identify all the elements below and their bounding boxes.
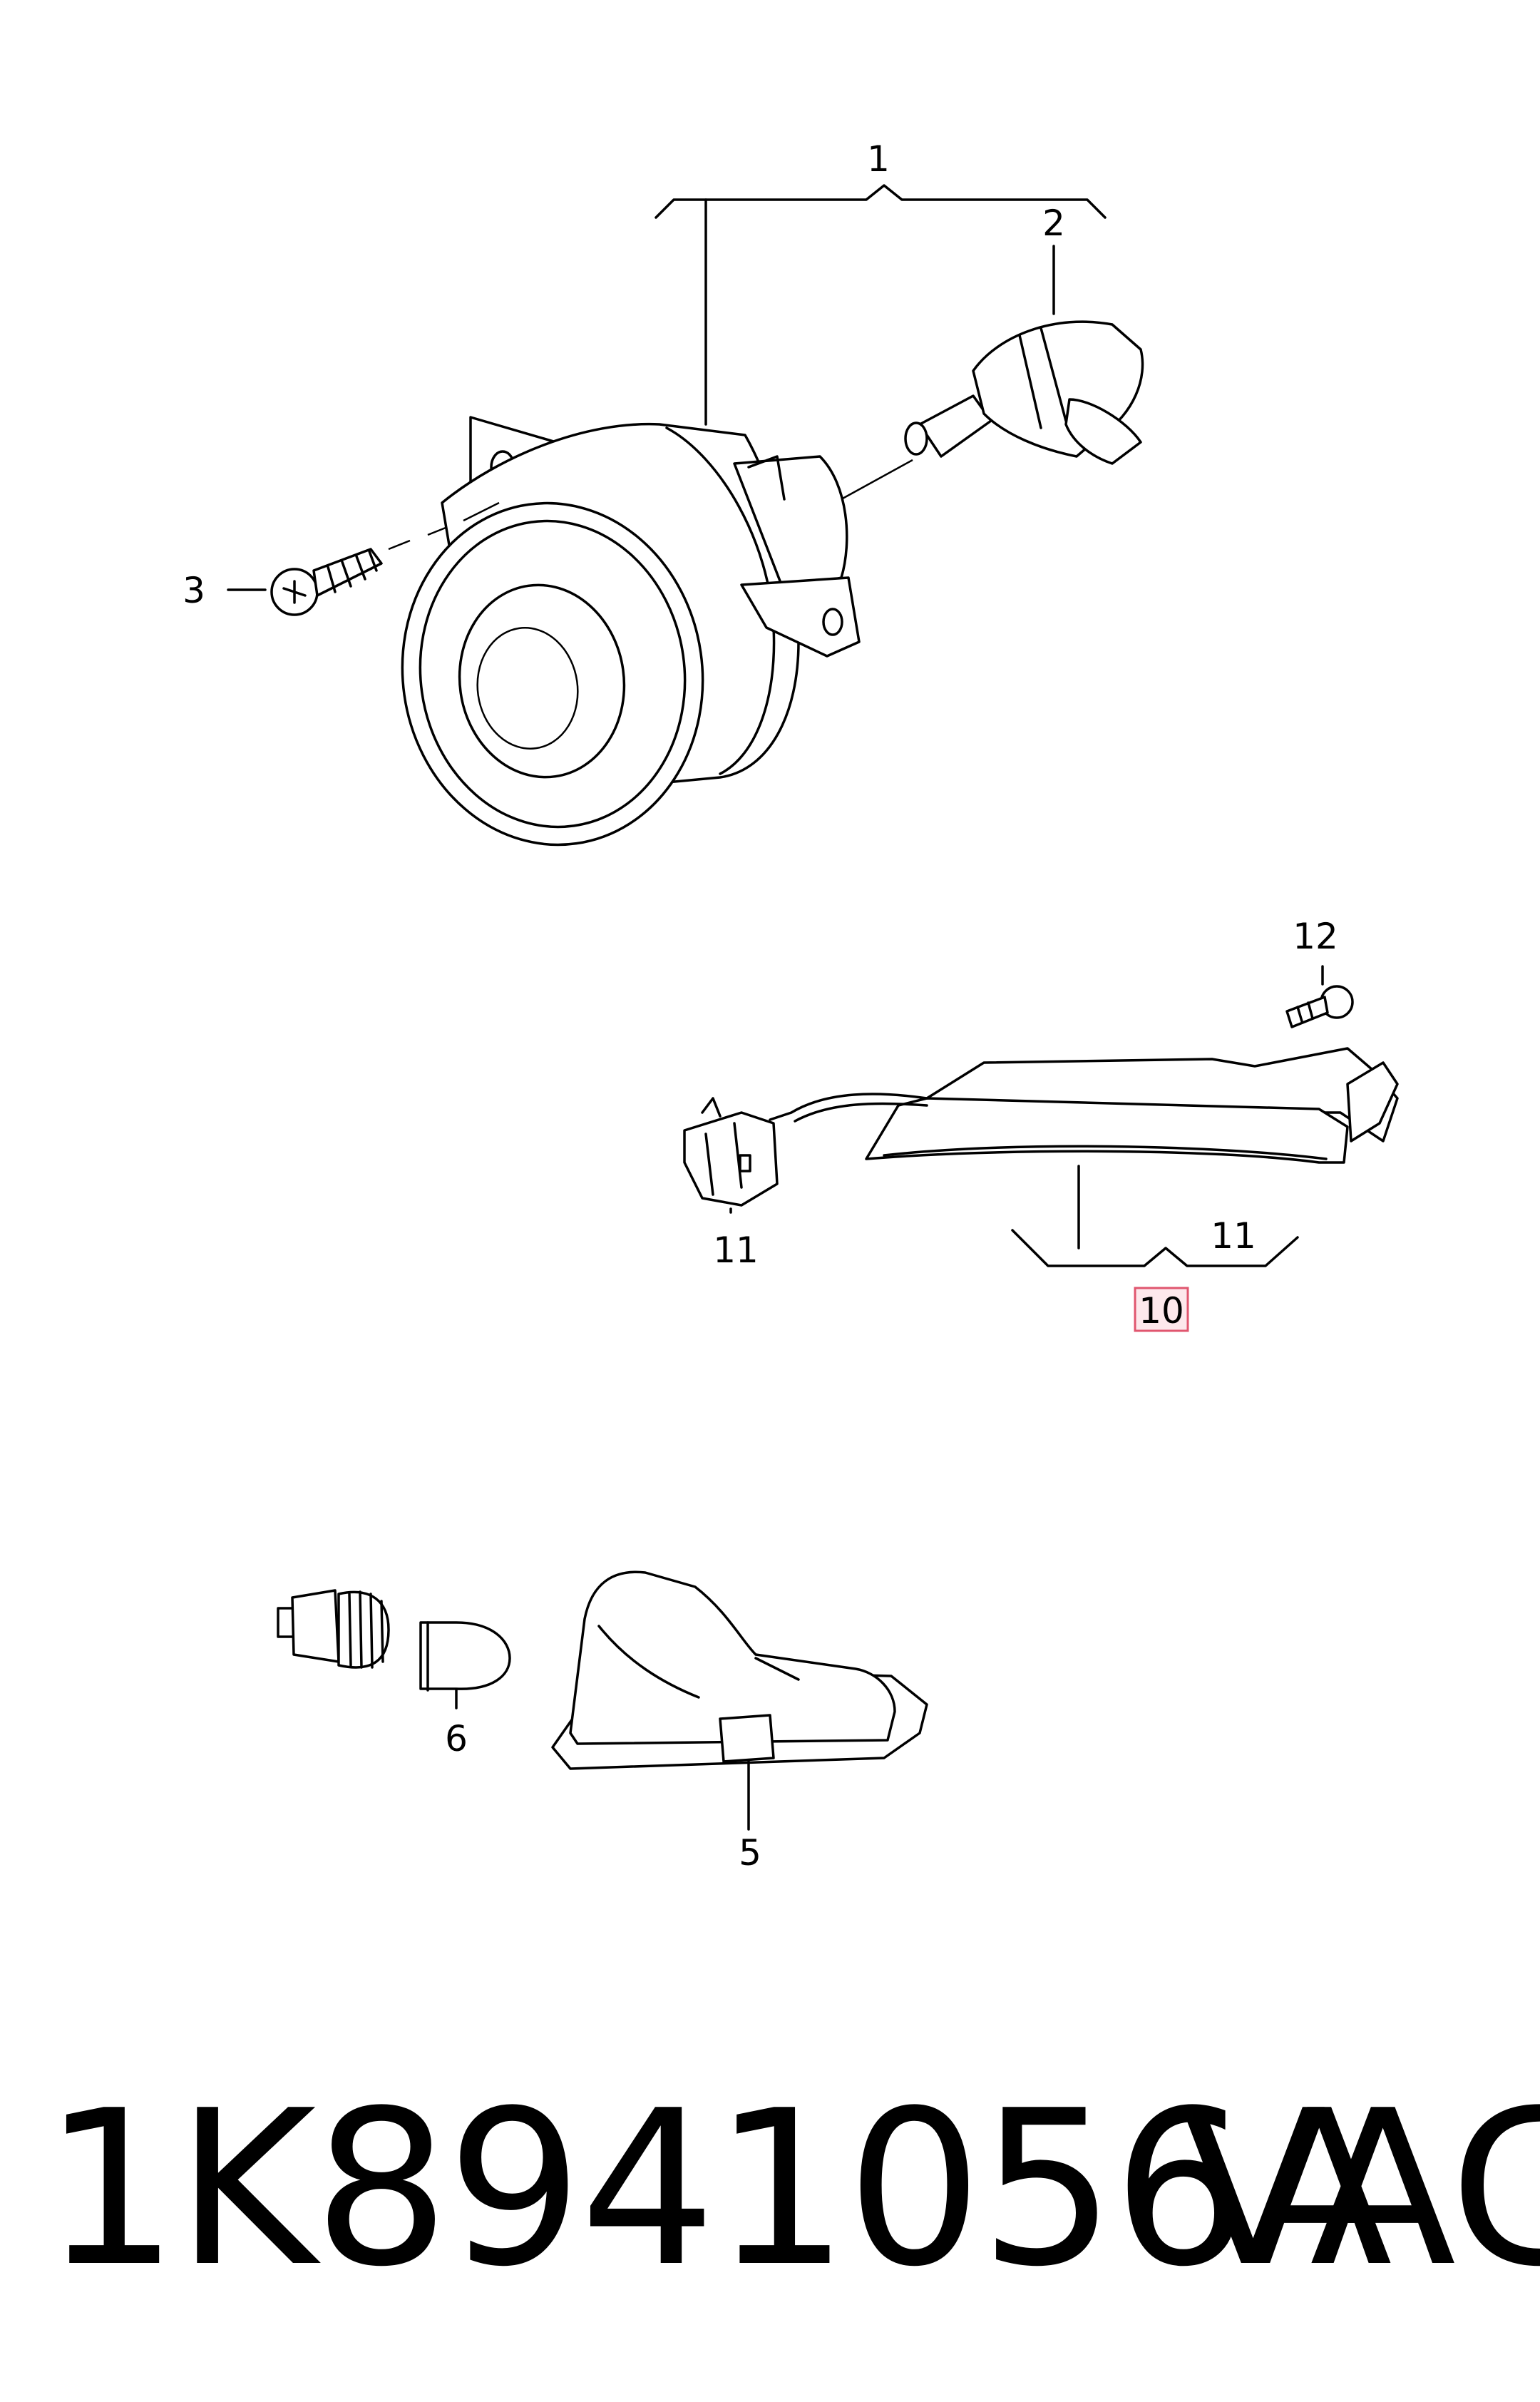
callout-2[interactable]: 2 (1042, 203, 1065, 244)
callout-11-connector[interactable]: 11 (713, 1230, 759, 1271)
callout-5[interactable]: 5 (739, 1832, 761, 1874)
callout-1[interactable]: 1 (867, 138, 890, 180)
callout-6[interactable]: 6 (445, 1718, 468, 1759)
leaders-top (227, 184, 1107, 591)
brand-label: VAG (1180, 2065, 1540, 2314)
screw-3 (270, 548, 383, 616)
callout-11-lamp[interactable]: 11 (1211, 1215, 1256, 1257)
lamp-cover-5 (551, 1570, 928, 1770)
callout-3[interactable]: 3 (183, 570, 205, 611)
leaders-drl (729, 965, 1324, 1267)
fog-lamp-assembly (401, 416, 861, 847)
callout-10[interactable]: 10 (1139, 1290, 1184, 1332)
callout-12[interactable]: 12 (1293, 916, 1338, 957)
part-number: 1K8941056A (43, 2065, 1392, 2314)
h11-bulb (904, 320, 1144, 465)
drl-lamp-assembly (683, 985, 1399, 1207)
callout-10-highlight (1134, 1287, 1189, 1332)
leaders-bottom (455, 1689, 750, 1831)
bulb-socket-6 (277, 1589, 511, 1692)
